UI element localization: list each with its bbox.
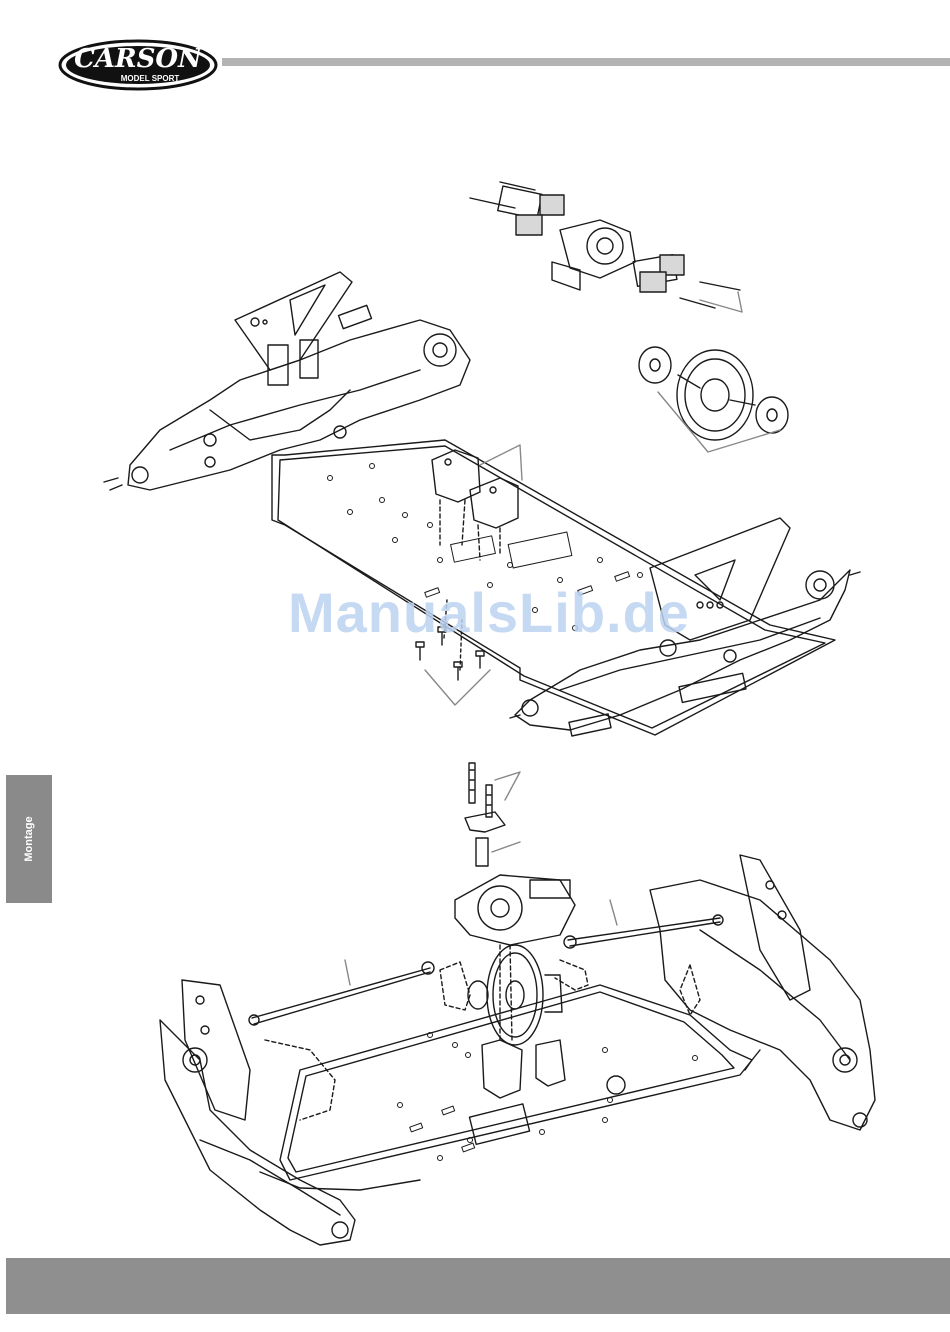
footer-bar: [6, 1258, 950, 1314]
spur-gear-diff-top: [639, 347, 788, 452]
front-suspension-assembly-bottom: [564, 855, 875, 1130]
plate-holes-bottom: [398, 1033, 698, 1161]
watermark: ManualsLib.de: [288, 580, 690, 645]
gearbox-exploded-top: [470, 182, 742, 312]
center-bulkheads-top: [432, 445, 522, 560]
rear-suspension-assembly-bottom: [160, 960, 434, 1245]
chassis-plate-bottom: [260, 985, 760, 1190]
screws-bottom: [465, 763, 520, 866]
center-gearbox-bottom: [440, 875, 588, 1098]
rear-suspension-assembly-top: [104, 272, 470, 490]
